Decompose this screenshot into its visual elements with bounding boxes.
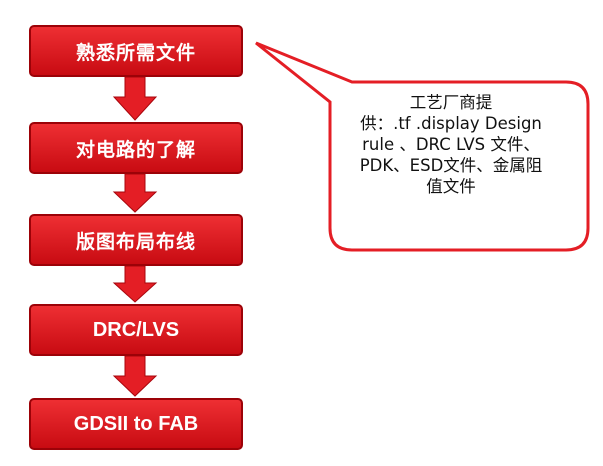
arrow-down-2 (112, 173, 158, 213)
callout-bubble (255, 41, 590, 252)
flow-step-4: DRC/LVS (29, 304, 243, 356)
flow-step-5: GDSII to FAB (29, 398, 243, 450)
arrow-down-4 (112, 355, 158, 397)
callout-line-2: 供：.tf .display Design (360, 114, 542, 133)
flow-step-2: 对电路的了解 (29, 122, 243, 174)
callout-line-5: 值文件 (426, 177, 476, 196)
flow-step-3: 版图布局布线 (29, 214, 243, 266)
flow-step-2-label: 对电路的了解 (75, 138, 196, 161)
arrow-down-3 (112, 265, 158, 303)
flow-step-1-label: 熟悉所需文件 (75, 41, 196, 64)
callout-line-3: rule 、DRC LVS 文件、 (362, 135, 540, 154)
flow-step-1: 熟悉所需文件 (29, 25, 243, 77)
flow-step-3-label: 版图布局布线 (75, 230, 196, 253)
arrow-down-1 (112, 76, 158, 121)
callout-line-1: 工艺厂商提 (409, 93, 493, 112)
flow-step-5-label: GDSII to FAB (73, 412, 199, 435)
callout-line-4: PDK、ESD文件、金属阻 (359, 156, 543, 175)
callout-text: 工艺厂商提 供：.tf .display Design rule 、DRC LV… (321, 92, 581, 197)
flow-step-4-label: DRC/LVS (92, 318, 180, 341)
